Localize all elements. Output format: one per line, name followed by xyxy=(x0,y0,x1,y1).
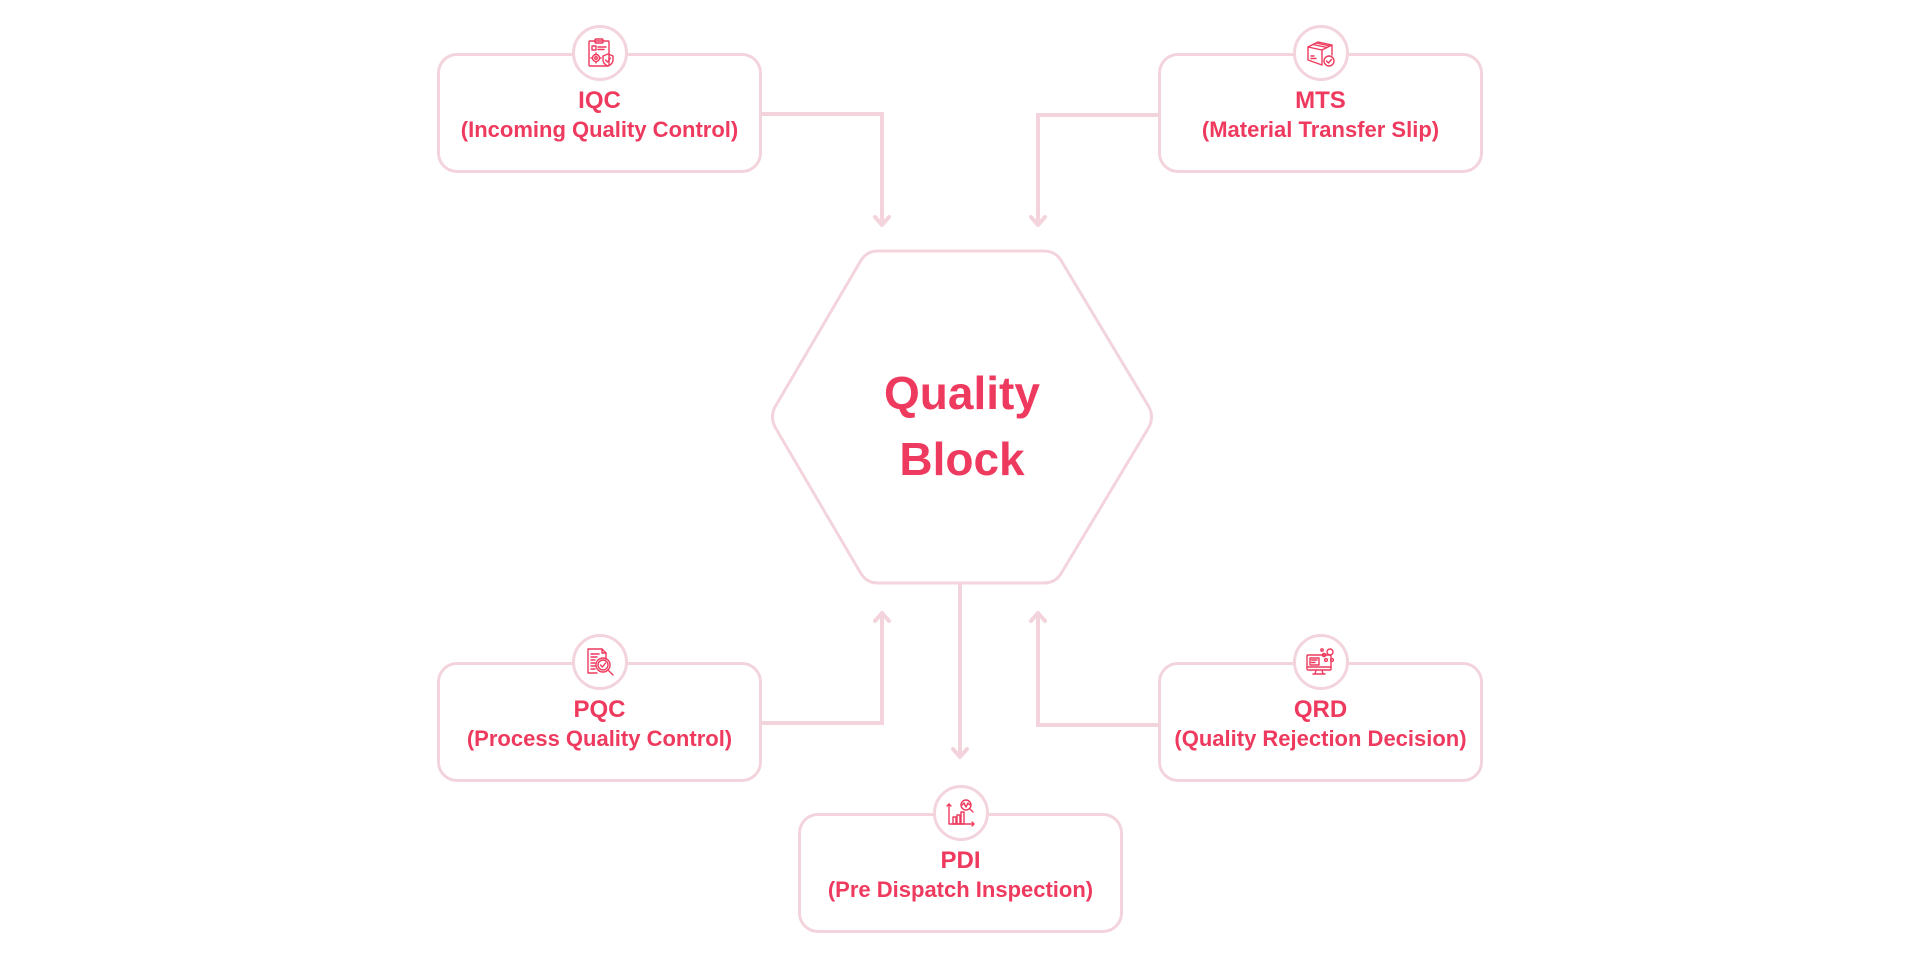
node-qrd-full: (Quality Rejection Decision) xyxy=(1174,726,1467,751)
document-magnifier-check-icon xyxy=(586,648,614,676)
node-iqc-abbr: IQC xyxy=(578,87,621,114)
node-iqc-full: (Incoming Quality Control) xyxy=(460,117,739,142)
arrowhead-pqc xyxy=(873,611,891,623)
node-pqc[interactable]: PQC (Process Quality Control) xyxy=(437,634,762,782)
node-mts-abbr: MTS xyxy=(1295,87,1346,114)
connector-pqc-to-center xyxy=(762,614,884,725)
node-qrd-badge xyxy=(1292,634,1349,690)
node-pdi-full: (Pre Dispatch Inspection) xyxy=(827,877,1094,902)
arrowhead-pdi xyxy=(951,747,969,759)
node-pqc-badge xyxy=(571,634,628,690)
clipboard-gear-shield-icon xyxy=(587,38,614,67)
node-pqc-full: (Process Quality Control) xyxy=(466,726,733,751)
arrowhead-iqc xyxy=(873,215,891,227)
quality-block-label-line2: Block xyxy=(899,433,1025,485)
box-check-icon xyxy=(1306,41,1335,67)
quality-block-label: Quality Block xyxy=(770,360,1154,492)
quality-block-hexagon xyxy=(771,249,1153,585)
node-mts[interactable]: MTS (Material Transfer Slip) xyxy=(1158,25,1483,173)
node-mts-full: (Material Transfer Slip) xyxy=(1201,117,1440,142)
node-iqc-badge xyxy=(571,25,628,81)
node-qrd[interactable]: QRD (Quality Rejection Decision) xyxy=(1158,634,1483,782)
chart-magnifier-icon xyxy=(945,799,975,827)
connector-mts-to-center xyxy=(1036,113,1158,224)
node-pqc-abbr: PQC xyxy=(573,696,626,723)
node-pdi[interactable]: PDI (Pre Dispatch Inspection) xyxy=(798,785,1123,933)
connector-iqc-to-center xyxy=(762,112,884,224)
node-pdi-badge xyxy=(932,785,989,841)
arrowhead-mts xyxy=(1029,215,1047,227)
monitor-gears-icon xyxy=(1305,648,1334,675)
arrowhead-qrd xyxy=(1029,611,1047,623)
node-qrd-abbr: QRD xyxy=(1293,696,1348,723)
node-iqc[interactable]: IQC (Incoming Quality Control) xyxy=(437,25,762,173)
node-pdi-abbr: PDI xyxy=(940,847,981,874)
quality-block-label-line1: Quality xyxy=(884,367,1040,419)
connector-qrd-to-center xyxy=(1036,614,1158,727)
node-mts-badge xyxy=(1292,25,1349,81)
